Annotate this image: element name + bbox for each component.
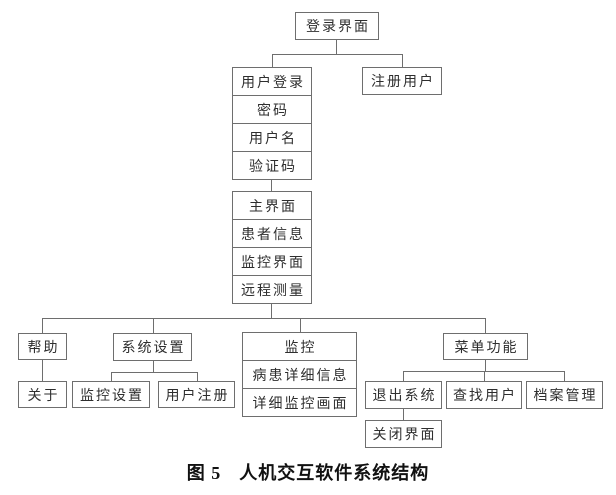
connector-settings-down [153, 361, 154, 372]
node-username: 用户名 [232, 123, 312, 152]
connector-to-user-login [272, 54, 273, 67]
connector-login-branch [272, 54, 403, 55]
node-exit-system: 退出系统 [365, 381, 442, 409]
node-menu-functions: 菜单功能 [443, 333, 528, 360]
node-patient-info: 患者信息 [232, 219, 312, 248]
connector-to-system-settings [153, 318, 154, 333]
node-main-screen: 主界面 [232, 191, 312, 220]
connector-to-help [42, 318, 43, 333]
connector-to-find-user [484, 371, 485, 381]
node-monitor-screen: 监控界面 [232, 247, 312, 276]
connector-main-branch [42, 318, 486, 319]
figure-label: 图 5 [186, 463, 222, 483]
node-register-user: 注册用户 [362, 67, 442, 95]
connector-settings-branch [111, 372, 198, 373]
node-monitor-settings: 监控设置 [72, 381, 150, 408]
node-user-register: 用户注册 [158, 381, 235, 408]
connector-login-down [336, 40, 337, 54]
node-about: 关于 [18, 381, 67, 408]
figure-caption: 图 5 人机交互软件系统结构 [0, 459, 616, 485]
node-password: 密码 [232, 95, 312, 124]
connector-to-archive-management [564, 371, 565, 381]
connector-to-menu-functions [485, 318, 486, 333]
connector-exit-close [403, 409, 404, 420]
connector-captcha-main [271, 179, 272, 191]
connector-help-about [42, 360, 43, 381]
connector-to-monitor-settings [111, 372, 112, 381]
connector-to-register-user [402, 54, 403, 67]
connector-remote-branch [271, 303, 272, 318]
node-system-settings: 系统设置 [113, 333, 192, 361]
node-find-user: 查找用户 [446, 381, 522, 409]
node-archive-management: 档案管理 [526, 381, 603, 409]
node-captcha: 验证码 [232, 151, 312, 180]
node-login-screen: 登录界面 [295, 12, 379, 40]
connector-to-exit-system [403, 371, 404, 381]
connector-menu-down [485, 360, 486, 371]
node-patient-detail-info: 病患详细信息 [242, 360, 357, 389]
node-detail-monitor-view: 详细监控画面 [242, 388, 357, 417]
connector-to-user-register [197, 372, 198, 381]
node-close-screen: 关闭界面 [365, 420, 442, 448]
node-remote-measure: 远程测量 [232, 275, 312, 304]
node-help: 帮助 [18, 333, 67, 360]
node-user-login: 用户登录 [232, 67, 312, 96]
figure-title: 人机交互软件系统结构 [239, 463, 430, 483]
connector-to-monitor [300, 318, 301, 332]
node-monitor: 监控 [242, 332, 357, 361]
